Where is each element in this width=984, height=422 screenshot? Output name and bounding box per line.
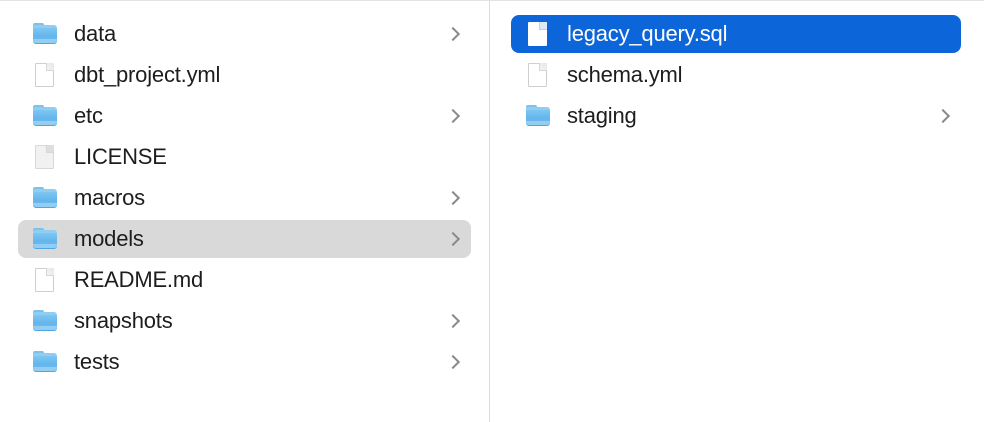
chevron-right-icon[interactable] bbox=[447, 353, 459, 371]
file-row[interactable]: LICENSE bbox=[18, 138, 471, 176]
folder-icon bbox=[32, 349, 58, 375]
file-row-label: models bbox=[74, 226, 144, 251]
chevron-right-icon[interactable] bbox=[447, 189, 459, 207]
chevron-right-icon[interactable] bbox=[937, 107, 949, 125]
folder-icon bbox=[32, 308, 58, 334]
document-icon bbox=[32, 62, 58, 88]
folder-icon bbox=[32, 185, 58, 211]
file-row[interactable]: legacy_query.sql bbox=[511, 15, 961, 53]
folder-icon bbox=[32, 21, 58, 47]
file-row[interactable]: etc bbox=[18, 97, 471, 135]
file-row[interactable]: data bbox=[18, 15, 471, 53]
chevron-right-icon[interactable] bbox=[447, 312, 459, 330]
file-row[interactable]: snapshots bbox=[18, 302, 471, 340]
file-row[interactable]: README.md bbox=[18, 261, 471, 299]
file-row-label: etc bbox=[74, 103, 103, 128]
file-row-label: data bbox=[74, 21, 117, 46]
file-row[interactable]: tests bbox=[18, 343, 471, 381]
file-row-label: macros bbox=[74, 185, 145, 210]
document-icon bbox=[525, 21, 551, 47]
file-row-label: staging bbox=[567, 103, 637, 128]
folder-icon bbox=[32, 226, 58, 252]
file-row-label: dbt_project.yml bbox=[74, 62, 221, 87]
file-row[interactable]: models bbox=[18, 220, 471, 258]
file-row-label: schema.yml bbox=[567, 62, 683, 87]
file-row-label: legacy_query.sql bbox=[567, 21, 728, 46]
file-row-label: LICENSE bbox=[74, 144, 167, 169]
chevron-right-icon[interactable] bbox=[447, 230, 459, 248]
finder-column-2[interactable]: legacy_query.sql schema.yml staging bbox=[490, 1, 983, 422]
file-row-label: snapshots bbox=[74, 308, 173, 333]
document-plain-icon bbox=[32, 144, 58, 170]
folder-icon bbox=[525, 103, 551, 129]
file-row[interactable]: schema.yml bbox=[511, 56, 961, 94]
document-icon bbox=[525, 62, 551, 88]
chevron-right-icon[interactable] bbox=[447, 25, 459, 43]
folder-icon bbox=[32, 103, 58, 129]
file-row-label: README.md bbox=[74, 267, 203, 292]
file-row[interactable]: staging bbox=[511, 97, 961, 135]
chevron-right-icon[interactable] bbox=[447, 107, 459, 125]
file-row[interactable]: dbt_project.yml bbox=[18, 56, 471, 94]
file-row[interactable]: macros bbox=[18, 179, 471, 217]
file-row-label: tests bbox=[74, 349, 120, 374]
document-icon bbox=[32, 267, 58, 293]
